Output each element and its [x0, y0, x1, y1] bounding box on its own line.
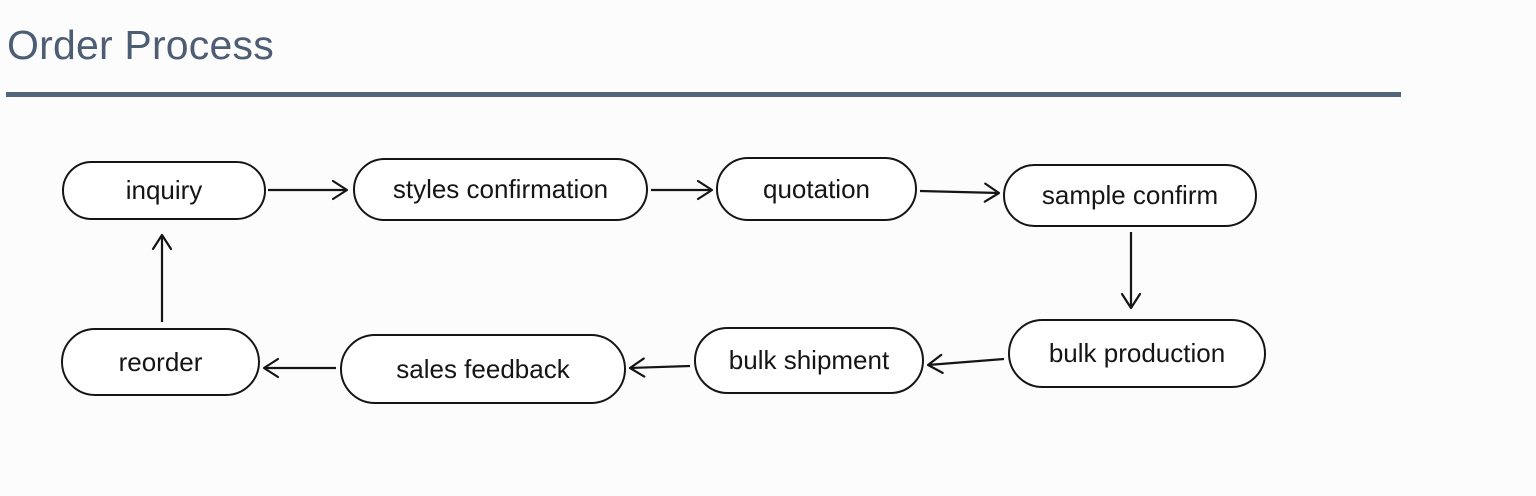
- flowchart-node-quotation: quotation: [716, 157, 917, 221]
- arrow-bulk-shipment-to-sales-feedback: [628, 357, 691, 378]
- flowchart-node-bulk-production: bulk production: [1008, 319, 1266, 388]
- flowchart-arrows: [151, 179, 1142, 379]
- arrow-bulk-production-to-bulk-shipment: [926, 353, 1005, 374]
- arrow-quotation-to-sample-confirm: [919, 182, 1001, 203]
- page-title: Order Process: [7, 22, 274, 68]
- flowchart-node-styles-confirmation: styles confirmation: [353, 158, 648, 221]
- flowchart-node-sales-feedback: sales feedback: [340, 334, 626, 404]
- flowchart-node-inquiry: inquiry: [62, 161, 266, 220]
- title-underline-rule: [6, 92, 1401, 97]
- flowchart-node-sample-confirm: sample confirm: [1003, 164, 1257, 227]
- flowchart-node-reorder: reorder: [61, 328, 260, 396]
- flowchart-node-bulk-shipment: bulk shipment: [694, 327, 924, 394]
